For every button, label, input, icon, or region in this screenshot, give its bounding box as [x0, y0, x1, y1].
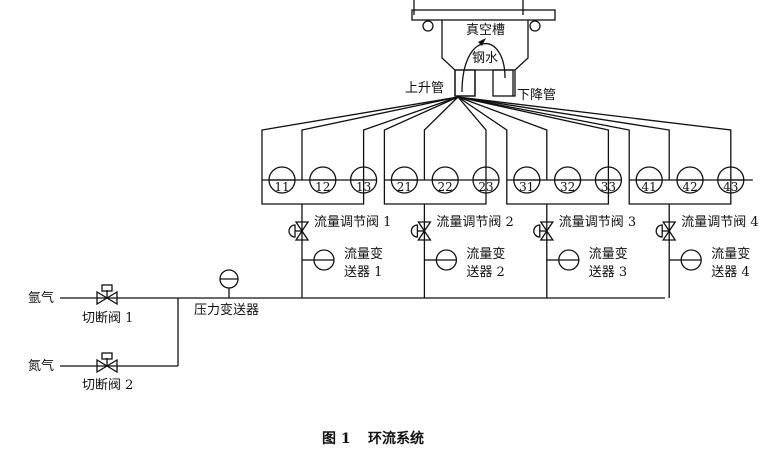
- nozzle-label: 12: [315, 180, 330, 194]
- nozzle-label: 22: [438, 180, 453, 194]
- gas-line: [457, 96, 610, 180]
- shutoff-valve-1-label: 切断阀 1: [82, 311, 133, 326]
- flow-transmitter-label-line1: 流量变: [589, 246, 628, 262]
- gas-line: [383, 96, 459, 180]
- nozzle-32: 32: [553, 166, 582, 194]
- wheel-icon: [422, 20, 434, 32]
- gas-line: [423, 96, 459, 180]
- nozzle-label: 33: [601, 180, 616, 194]
- flow-transmitter-icon: [558, 249, 580, 271]
- nozzle-label: 31: [519, 180, 534, 194]
- pressure-transmitter-label: 压力变送器: [194, 302, 259, 318]
- flow-control-valve-icon[interactable]: [410, 221, 432, 241]
- gas-line: [362, 96, 459, 180]
- steel-label: 钢水: [472, 51, 498, 66]
- wheel-icon: [529, 20, 541, 32]
- gas-line: [457, 96, 487, 180]
- nozzle-43: 43: [717, 166, 745, 194]
- nozzle-12: 12: [309, 166, 337, 194]
- shutoff-valve-2-icon[interactable]: [96, 352, 118, 374]
- flow-control-valve-icon[interactable]: [288, 221, 310, 241]
- flow-control-valve-label: 流量调节阀 3: [559, 215, 636, 230]
- flow-transmitter-icon: [435, 249, 458, 271]
- gas-line: [457, 96, 732, 180]
- shutoff-valve-1-icon[interactable]: [96, 284, 118, 306]
- nozzle-group-4: 41 42 43: [628, 166, 753, 205]
- steel-flow-arrow: [461, 42, 506, 93]
- gas-line: [457, 96, 508, 180]
- figure-title: 环流系统: [368, 430, 424, 447]
- nozzle-label: 21: [397, 180, 412, 194]
- up-leg-label: 上升管: [405, 81, 444, 96]
- nozzle-41: 41: [635, 166, 663, 194]
- tank-label: 真空槽: [466, 23, 505, 38]
- nozzle-21: 21: [390, 166, 419, 194]
- nozzle-label: 23: [478, 180, 493, 194]
- nozzle-33: 33: [594, 166, 623, 194]
- flow-control-valve-label: 流量调节阀 4: [681, 215, 758, 230]
- flow-control-valve-icon[interactable]: [533, 221, 555, 241]
- gas-distribution-lines: [261, 96, 732, 180]
- flow-transmitter-icon: [680, 249, 702, 271]
- nozzle-label: 43: [723, 180, 738, 194]
- nozzle-13: 13: [349, 166, 378, 194]
- shutoff-valve-2-label: 切断阀 2: [82, 378, 133, 393]
- nozzle-groups: 11 12 13 21 22 23 31 32 33 41 42 43: [261, 166, 753, 205]
- vacuum-vessel: 真空槽 钢水 上升管 下降管: [405, 0, 556, 103]
- flow-transmitter-label-line1: 流量变: [344, 246, 383, 262]
- gas-line: [261, 96, 459, 180]
- nozzle-group-3: 31 32 33: [506, 166, 623, 205]
- nitrogen-label: 氮气: [28, 358, 54, 374]
- flow-control-valve-label: 流量调节阀 1: [314, 215, 391, 230]
- flow-transmitter-label-line2: 送器 2: [466, 265, 504, 280]
- flow-transmitter-label-line2: 送器 4: [711, 265, 749, 280]
- up-leg-snorkel: [454, 69, 476, 97]
- down-leg-snorkel: [492, 69, 514, 97]
- group-loop: [383, 180, 487, 205]
- nozzle-label: 11: [274, 180, 289, 194]
- nozzle-42: 42: [676, 166, 704, 194]
- nozzle-23: 23: [472, 166, 500, 194]
- group-loop: [506, 180, 610, 205]
- argon-label: 氩气: [28, 290, 54, 306]
- gas-line: [301, 96, 459, 180]
- nozzle-label: 42: [682, 180, 697, 194]
- flow-transmitter-label-line1: 流量变: [711, 246, 750, 262]
- nozzle-22: 22: [431, 166, 459, 194]
- gas-line: [457, 96, 548, 180]
- flow-control-valve-label: 流量调节阀 2: [436, 215, 513, 230]
- gas-supply: 压力变送器 切断阀 1 切断阀 2 氩气 氮气: [28, 269, 665, 393]
- nozzle-31: 31: [513, 166, 541, 194]
- flow-control-valve-icon[interactable]: [655, 221, 677, 241]
- flow-transmitter-icon: [313, 249, 335, 271]
- nozzle-label: 32: [560, 180, 575, 194]
- flow-transmitter-label-line1: 流量变: [466, 246, 505, 262]
- group-loop: [261, 180, 365, 205]
- down-leg-label: 下降管: [517, 88, 556, 103]
- nozzle-group-1: 11 12 13: [261, 166, 378, 205]
- gas-line: [457, 96, 630, 180]
- nozzle-11: 11: [268, 166, 296, 194]
- nozzle-label: 13: [356, 180, 371, 194]
- group-loop: [628, 180, 732, 205]
- gas-line: [457, 96, 670, 180]
- nozzle-group-2: 21 22 23: [383, 166, 500, 205]
- flow-transmitter-label-line2: 送器 3: [589, 265, 627, 280]
- vessel-top-rail: [411, 9, 556, 21]
- flow-transmitter-label-line2: 送器 1: [344, 265, 382, 280]
- nozzle-label: 41: [642, 180, 657, 194]
- figure-number: 图 1: [322, 431, 351, 447]
